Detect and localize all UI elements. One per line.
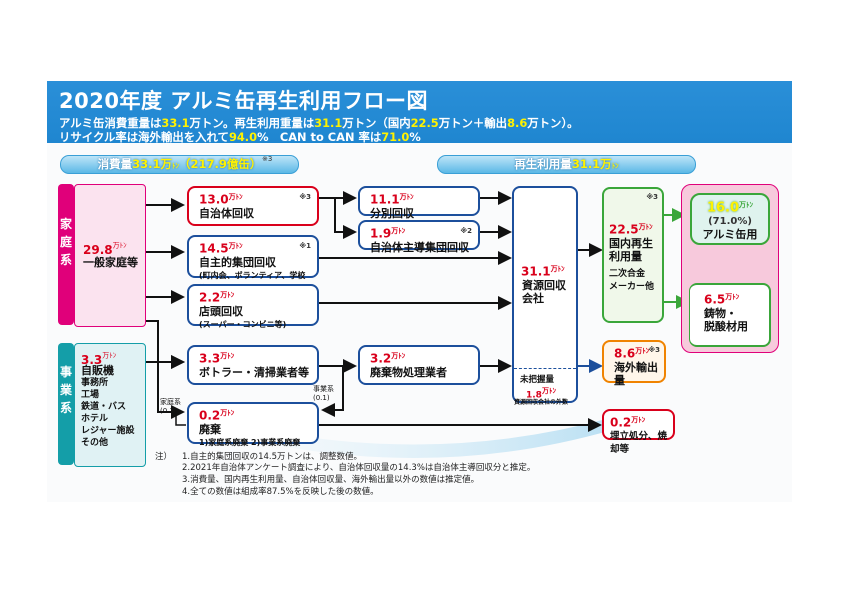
domestic-sub: 二次合金メーカー他 [609, 269, 655, 292]
store-collection-box: 2.2万ﾄﾝ 店頭回収 (スーパー・コンビニ等) [187, 284, 319, 329]
household-section [58, 184, 74, 325]
consumption-band: 消費量33.1万ﾄﾝ（217.9億缶） [60, 155, 299, 174]
note-line: 2.2021年自治体アンケート調査により、自治体回収量の14.3%は自治体主導回… [182, 463, 536, 473]
recycled-band: 再生利用量31.1万ﾄﾝ [437, 155, 696, 174]
waste-processor-box: 3.2万ﾄﾝ 廃棄物処理業者 [358, 345, 480, 385]
note-line: 1.自主的集団回収の14.5万トンは、調整数値。 [182, 452, 363, 462]
bottler-box: 3.3万ﾄﾝ ボトラー・清掃業者等 [187, 345, 319, 385]
summary-line-1: アルミ缶消費重量は33.1万トン。再生利用重量は31.1万トン（国内22.5万ト… [59, 116, 579, 130]
source-item: レジャー施設 [81, 426, 135, 436]
notes-lead: 注） [155, 452, 173, 462]
municipal-group-box: 1.9万ﾄﾝ 自治体主導集団回収 ※2 [358, 220, 480, 254]
page-title: 2020年度 アルミ缶再生利用フロー図 [59, 89, 429, 113]
household-section-label: 家庭系 [59, 217, 72, 267]
can-stock-box: 16.0万ﾄﾝ (71.0%) アルミ缶用 [690, 193, 770, 245]
business-section [58, 343, 74, 465]
business-source: 3.3万ﾄﾝ 自販機 事務所 工場 鉄道・バス ホテル レジャー施設 その他 [74, 343, 146, 467]
waste-box: 0.2万ﾄﾝ 廃棄 1)家庭系廃棄 2)事業系廃棄 [187, 402, 319, 447]
casting-box: 6.5万ﾄﾝ 鋳物・ 脱酸材用 [689, 283, 771, 347]
business-waste-label: 事業系(0.1) [313, 385, 334, 402]
source-item: 工場 [81, 390, 100, 400]
header: 2020年度 アルミ缶再生利用フロー図 アルミ缶消費重量は33.1万トン。再生利… [47, 81, 792, 144]
source-item: ホテル [81, 414, 109, 424]
source-item: 事務所 [81, 378, 109, 388]
resource-company-box: 31.1万ﾄﾝ 資源回収 会社 未把握量 1.8万ﾄﾝ 資源回収会社の外数 [512, 186, 578, 406]
source-item: 自販機 [81, 364, 114, 377]
voluntary-collection-box: 14.5万ﾄﾝ 自主的集団回収 (町内会、ボランティア、学校等) ※1 [187, 235, 319, 293]
source-item: 鉄道・バス [81, 402, 127, 412]
note-line: 3.消費量、国内再生利用量、自治体回収量、海外輸出量以外の数値は推定値。 [182, 475, 480, 485]
note-line: 4.全ての数値は組成率87.5%を反映した後の数値。 [182, 487, 379, 497]
export-box: 8.6万ﾄﾝ 海外輸出量 ※3 [602, 340, 666, 387]
household-waste-label: 家庭系(0.1) [160, 398, 181, 415]
band-note-mark: ※3 [262, 155, 273, 163]
separate-collection-box: 11.1万ﾄﾝ 分別回収 [358, 186, 480, 220]
landfill-box: 0.2万ﾄﾝ 埋立処分、焼却等 [602, 409, 675, 455]
domestic-recycling-box: ※3 22.5万ﾄﾝ 国内再生 利用量 二次合金メーカー他 [602, 187, 664, 323]
business-section-label: 事業系 [59, 365, 72, 415]
source-item: その他 [81, 438, 109, 448]
summary-line-2: リサイクル率は海外輸出を入れて94.0% CAN to CAN 率は71.0% [59, 130, 421, 144]
municipal-collection-box: 13.0万ﾄﾝ 自治体回収 ※3 [187, 186, 319, 226]
household-source: 29.8万ﾄﾝ 一般家庭等 [74, 184, 146, 327]
